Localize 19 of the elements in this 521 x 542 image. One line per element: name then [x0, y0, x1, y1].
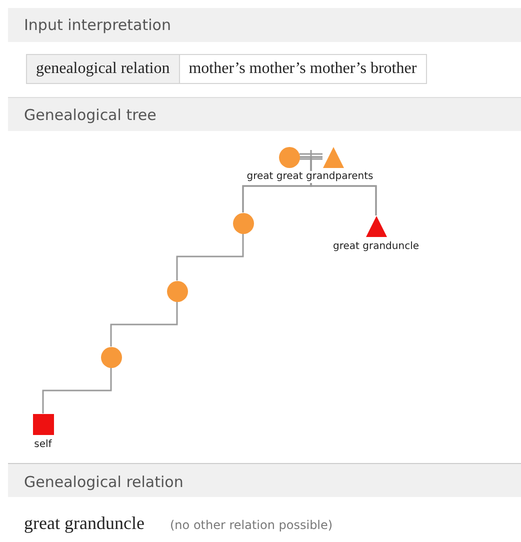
section-heading: Genealogical tree	[24, 105, 156, 126]
person-label: great granduncle	[332, 240, 420, 252]
person-triangle	[366, 216, 386, 236]
person-circle	[278, 146, 300, 168]
person-square	[32, 414, 54, 434]
person-circle	[166, 280, 188, 302]
section-heading: Input interpretation	[24, 15, 171, 36]
family-line	[298, 153, 324, 160]
family-line	[42, 368, 112, 414]
result-text: great granduncle	[24, 512, 144, 535]
person-triangle	[322, 146, 344, 168]
person-circle	[232, 212, 254, 234]
table-cell: genealogical relation	[27, 55, 179, 83]
family-line	[110, 302, 178, 346]
person-label: self	[33, 438, 53, 450]
person-circle	[100, 346, 122, 368]
family-line	[176, 234, 244, 280]
result-note: (no other relation possible)	[170, 517, 333, 534]
section-heading: Genealogical relation	[24, 472, 184, 493]
